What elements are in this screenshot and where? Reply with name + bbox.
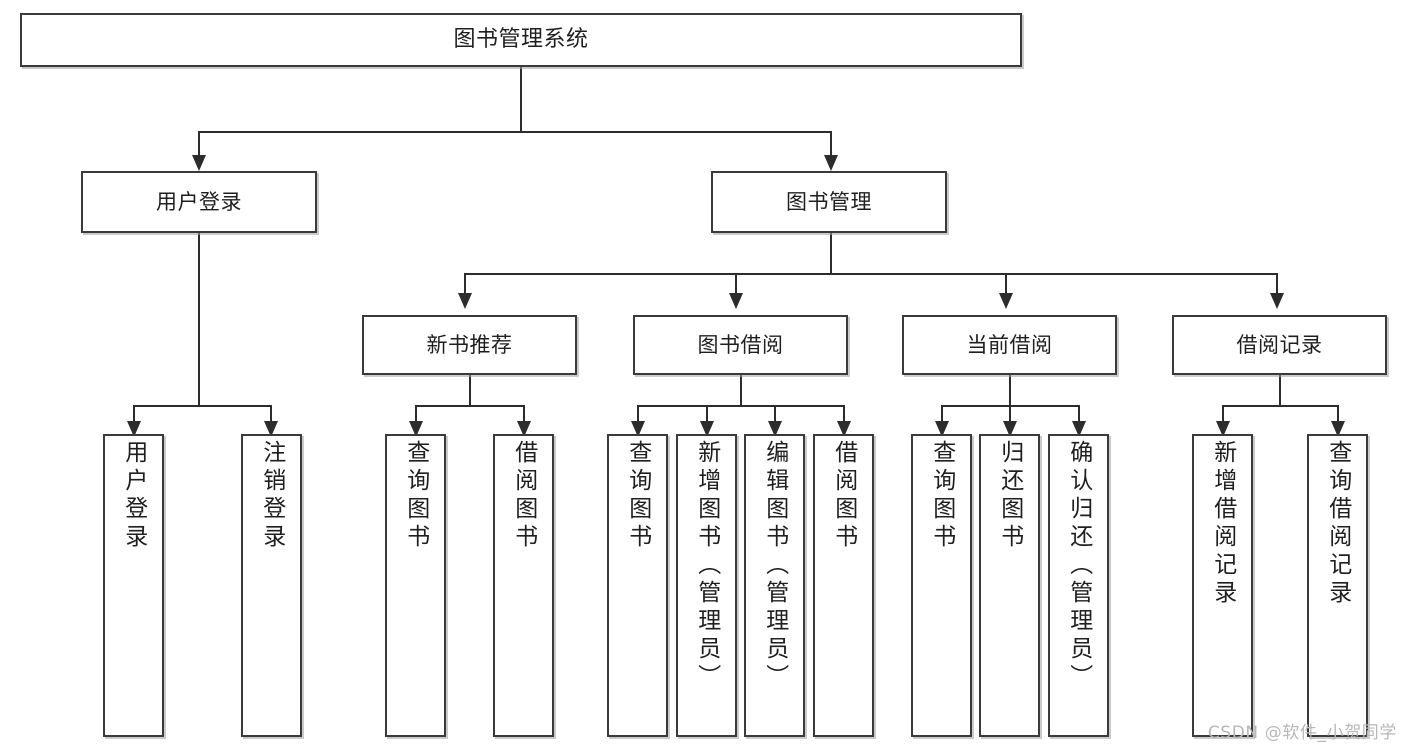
node-label: 归还图书 bbox=[996, 440, 1023, 552]
arrow-icon-user-login bbox=[192, 155, 206, 171]
node-label: 用户登录 bbox=[120, 440, 147, 552]
leaf-logout[interactable]: 注销登录 bbox=[241, 434, 302, 737]
node-label: 查询图书 bbox=[402, 440, 429, 552]
arrow-icon-borrow-record bbox=[1270, 293, 1284, 309]
leaf-bb-edit-book-admin[interactable]: 编辑图书（管理员） bbox=[744, 434, 805, 737]
connector-drop-book-manage bbox=[830, 131, 832, 157]
node-label: 图书管理系统 bbox=[453, 27, 589, 53]
arrow-icon-bb-borrow bbox=[837, 421, 851, 437]
leaf-nb-query-book[interactable]: 查询图书 bbox=[385, 434, 446, 737]
leaf-bb-add-book-admin[interactable]: 新增图书（管理员） bbox=[676, 434, 737, 737]
connector-drop-nb-query bbox=[415, 405, 417, 423]
connector-drop-new-book bbox=[464, 273, 466, 295]
connector-borrow-record-bus bbox=[1222, 405, 1338, 407]
node-label: 查询借阅记录 bbox=[1324, 440, 1351, 608]
connector-drop-cb-return bbox=[1009, 405, 1011, 423]
node-book-management[interactable]: 图书管理 bbox=[711, 171, 947, 233]
leaf-cb-confirm-return-admin[interactable]: 确认归还（管理员） bbox=[1048, 434, 1109, 737]
connector-drop-borrow-book bbox=[735, 273, 737, 295]
leaf-bb-query-book[interactable]: 查询图书 bbox=[607, 434, 668, 737]
leaf-bb-borrow-book[interactable]: 借阅图书 bbox=[813, 434, 874, 737]
connector-drop-current-borrow bbox=[1005, 273, 1007, 295]
arrow-icon-br-query bbox=[1331, 421, 1345, 437]
leaf-cb-query-book[interactable]: 查询图书 bbox=[911, 434, 972, 737]
node-new-book-recommend[interactable]: 新书推荐 bbox=[362, 315, 577, 375]
arrow-icon-cb-return bbox=[1003, 421, 1017, 437]
connector-book-borrow-stem bbox=[740, 375, 742, 405]
node-book-borrow[interactable]: 图书借阅 bbox=[633, 315, 848, 375]
leaf-br-query-record[interactable]: 查询借阅记录 bbox=[1307, 434, 1368, 737]
connector-drop-br-query bbox=[1337, 405, 1339, 423]
connector-drop-leaf-user-login bbox=[133, 405, 135, 423]
arrow-icon-leaf-logout bbox=[264, 421, 278, 437]
arrow-icon-br-add bbox=[1216, 421, 1230, 437]
connector-borrow-record-stem bbox=[1279, 375, 1281, 405]
connector-new-book-bus bbox=[415, 405, 524, 407]
connector-user-login-bus bbox=[133, 405, 270, 407]
node-label: 借阅图书 bbox=[830, 440, 857, 552]
arrow-icon-bb-edit bbox=[768, 421, 782, 437]
arrow-icon-new-book bbox=[458, 293, 472, 309]
leaf-user-login[interactable]: 用户登录 bbox=[103, 434, 164, 737]
connector-new-book-stem bbox=[469, 375, 471, 405]
node-label: 借阅记录 bbox=[1236, 332, 1323, 357]
node-label: 新书推荐 bbox=[426, 332, 513, 357]
arrow-icon-current-borrow bbox=[999, 293, 1013, 309]
arrow-icon-book-manage bbox=[824, 155, 838, 171]
connector-root-stem bbox=[520, 67, 522, 131]
arrow-icon-nb-borrow bbox=[517, 421, 531, 437]
arrow-icon-cb-query bbox=[935, 421, 949, 437]
connector-book-manage-bus bbox=[464, 273, 1276, 275]
connector-drop-leaf-logout bbox=[270, 405, 272, 423]
node-user-login[interactable]: 用户登录 bbox=[81, 171, 317, 233]
connector-drop-nb-borrow bbox=[523, 405, 525, 423]
connector-drop-cb-query bbox=[941, 405, 943, 423]
node-label: 当前借阅 bbox=[966, 332, 1053, 357]
connector-current-borrow-stem bbox=[1009, 375, 1011, 405]
arrow-icon-borrow-book bbox=[729, 293, 743, 309]
node-label: 新增图书（管理员） bbox=[693, 440, 720, 692]
node-label: 编辑图书（管理员） bbox=[761, 440, 788, 692]
connector-drop-bb-query bbox=[637, 405, 639, 423]
node-label: 用户登录 bbox=[156, 189, 242, 214]
connector-drop-bb-edit bbox=[774, 405, 776, 423]
connector-drop-cb-confirm bbox=[1078, 405, 1080, 423]
connector-drop-bb-borrow bbox=[843, 405, 845, 423]
node-label: 借阅图书 bbox=[510, 440, 537, 552]
connector-root-bus bbox=[198, 131, 832, 133]
arrow-icon-bb-add bbox=[700, 421, 714, 437]
node-label: 查询图书 bbox=[928, 440, 955, 552]
leaf-cb-return-book[interactable]: 归还图书 bbox=[979, 434, 1040, 737]
node-label: 图书借阅 bbox=[697, 332, 784, 357]
node-borrow-record[interactable]: 借阅记录 bbox=[1172, 315, 1387, 375]
node-label: 图书管理 bbox=[786, 189, 872, 214]
node-label: 查询图书 bbox=[624, 440, 651, 552]
connector-drop-br-add bbox=[1222, 405, 1224, 423]
arrow-icon-bb-query bbox=[631, 421, 645, 437]
node-label: 新增借阅记录 bbox=[1209, 440, 1236, 608]
node-current-borrow[interactable]: 当前借阅 bbox=[902, 315, 1117, 375]
leaf-br-add-record[interactable]: 新增借阅记录 bbox=[1192, 434, 1253, 737]
arrow-icon-cb-confirm bbox=[1072, 421, 1086, 437]
connector-drop-borrow-record bbox=[1276, 273, 1278, 295]
connector-drop-bb-add bbox=[706, 405, 708, 423]
connector-user-login-stem bbox=[198, 233, 200, 405]
connector-drop-user-login bbox=[198, 131, 200, 157]
arrow-icon-leaf-user-login bbox=[127, 421, 141, 437]
arrow-icon-nb-query bbox=[409, 421, 423, 437]
node-root-library-system[interactable]: 图书管理系统 bbox=[20, 13, 1022, 67]
connector-book-manage-stem bbox=[830, 233, 832, 273]
leaf-nb-borrow-book[interactable]: 借阅图书 bbox=[493, 434, 554, 737]
watermark-text: CSDN @软件_小贺同学 bbox=[1207, 723, 1397, 743]
connector-book-borrow-bus bbox=[637, 405, 844, 407]
node-label: 确认归还（管理员） bbox=[1065, 440, 1092, 692]
node-label: 注销登录 bbox=[258, 440, 285, 552]
